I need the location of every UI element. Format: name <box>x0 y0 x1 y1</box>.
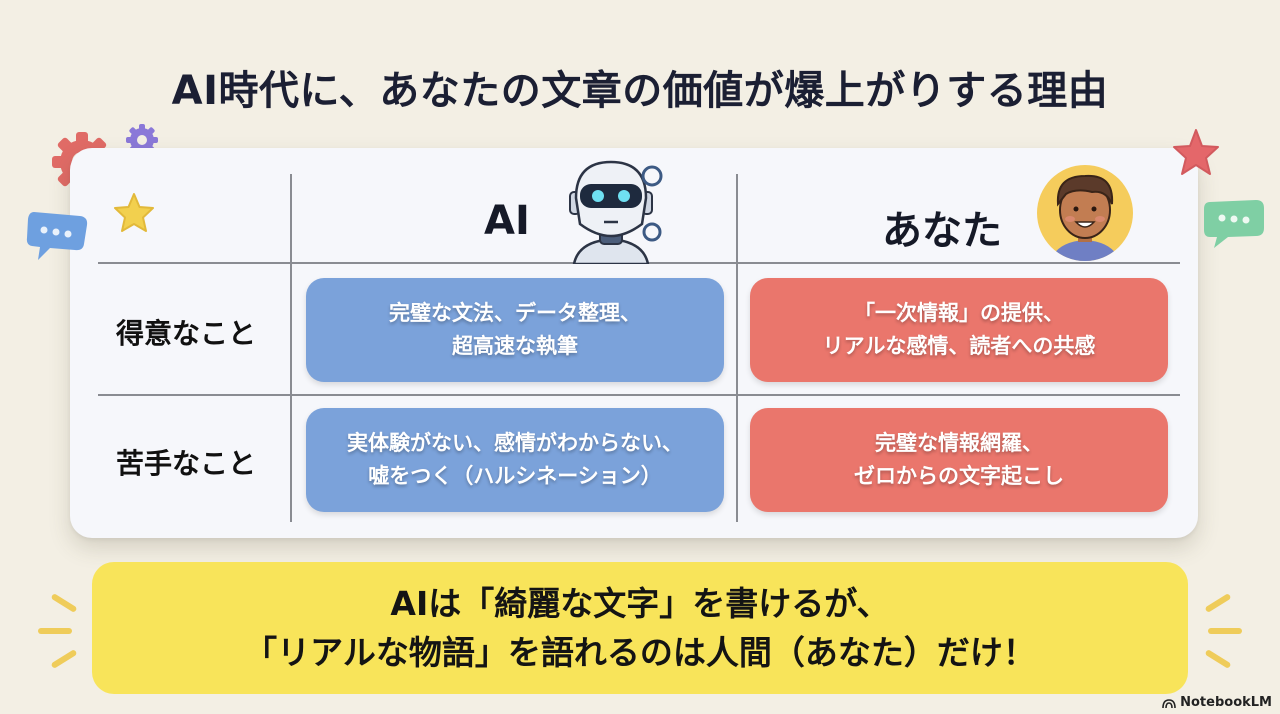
column-header-you: あなた <box>882 208 1002 254</box>
cell-you-strengths: 「一次情報」の提供、 リアルな感情、読者への共感 <box>750 278 1168 382</box>
sparkle-mark <box>1208 628 1242 634</box>
star-icon <box>114 193 154 232</box>
notebooklm-logo-icon <box>1162 698 1176 708</box>
sparkle-mark <box>1204 593 1232 613</box>
table-divider <box>98 394 1180 396</box>
banner-line-2: 「リアルな物語」を語れるのは人間（あなた）だけ！ <box>244 633 1036 672</box>
sparkle-mark <box>50 649 78 669</box>
robot-icon <box>569 160 663 264</box>
person-avatar-icon <box>1037 165 1133 261</box>
chat-bubble-icon <box>26 212 88 260</box>
column-header-ai: AI <box>484 198 530 244</box>
sparkle-mark <box>1204 649 1232 669</box>
table-divider <box>736 174 738 522</box>
cell-you-weaknesses: 完璧な情報網羅、 ゼロからの文字起こし <box>750 408 1168 512</box>
row-label-strengths: 得意なこと <box>116 317 257 350</box>
comparison-table: AI あなた 得意なこと <box>70 148 1198 538</box>
conclusion-banner: AIは「綺麗な文字」を書けるが、 「リアルな物語」を語れるのは人間（あなた）だけ… <box>92 562 1188 694</box>
cell-ai-weaknesses: 実体験がない、感情がわからない、 嘘をつく（ハルシネーション） <box>306 408 724 512</box>
star-icon <box>1173 129 1219 175</box>
sparkle-mark <box>50 593 78 613</box>
chat-bubble-icon <box>1204 200 1264 248</box>
sparkle-mark <box>38 628 72 634</box>
cell-ai-strengths: 完璧な文法、データ整理、 超高速な執筆 <box>306 278 724 382</box>
brand-watermark: NotebookLM <box>1162 695 1272 710</box>
banner-line-1: AIは「綺麗な文字」を書けるが、 <box>390 583 890 623</box>
slide-title: AI時代に、あなたの文章の価値が爆上がりする理由 <box>171 68 1109 114</box>
row-label-weaknesses: 苦手なこと <box>116 447 257 480</box>
table-divider <box>290 174 292 522</box>
